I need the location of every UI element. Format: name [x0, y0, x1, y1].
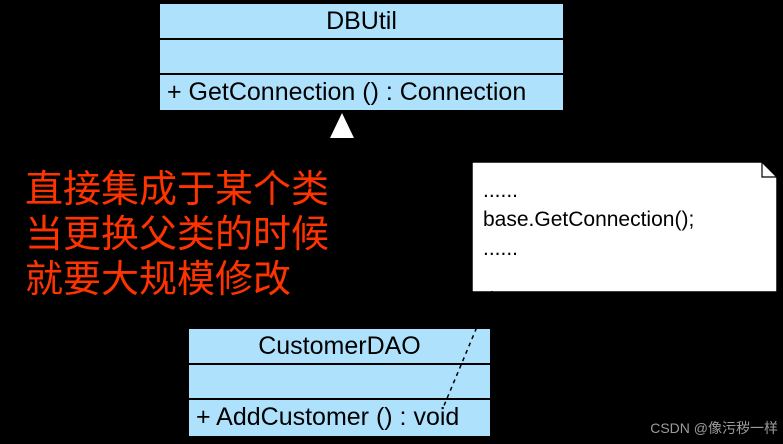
- inheritance-arrow-icon: [330, 113, 354, 138]
- note-text: ...... base.GetConnection(); ......: [483, 176, 768, 263]
- annotation-line-3: 就要大规模修改: [25, 259, 292, 301]
- annotation-text: 直接集成于某个类 当更换父类的时候 就要大规模修改: [25, 168, 329, 303]
- annotation-line-2: 当更换父类的时候: [25, 214, 330, 256]
- annotation-line-1: 直接集成于某个类: [25, 169, 330, 211]
- note-line-3: ......: [483, 237, 519, 260]
- class-name-customerdao: CustomerDAO: [258, 332, 421, 360]
- class-box-dbutil: DBUtil + GetConnection () : Connection: [158, 2, 565, 112]
- watermark: CSDN @像污秽一样: [650, 420, 778, 436]
- note-line-2: base.GetConnection();: [483, 208, 695, 231]
- note-fold-corner-icon: [761, 162, 777, 178]
- note-line-1: ......: [483, 179, 519, 202]
- class-box-customerdao: CustomerDAO + AddCustomer () : void: [187, 327, 492, 438]
- attributes-compartment-dbutil: [160, 38, 563, 73]
- class-name-dbutil: DBUtil: [326, 7, 397, 35]
- method-dbutil: + GetConnection () : Connection: [160, 73, 563, 109]
- attributes-compartment-customerdao: [189, 363, 490, 398]
- method-customerdao: + AddCustomer () : void: [189, 398, 490, 434]
